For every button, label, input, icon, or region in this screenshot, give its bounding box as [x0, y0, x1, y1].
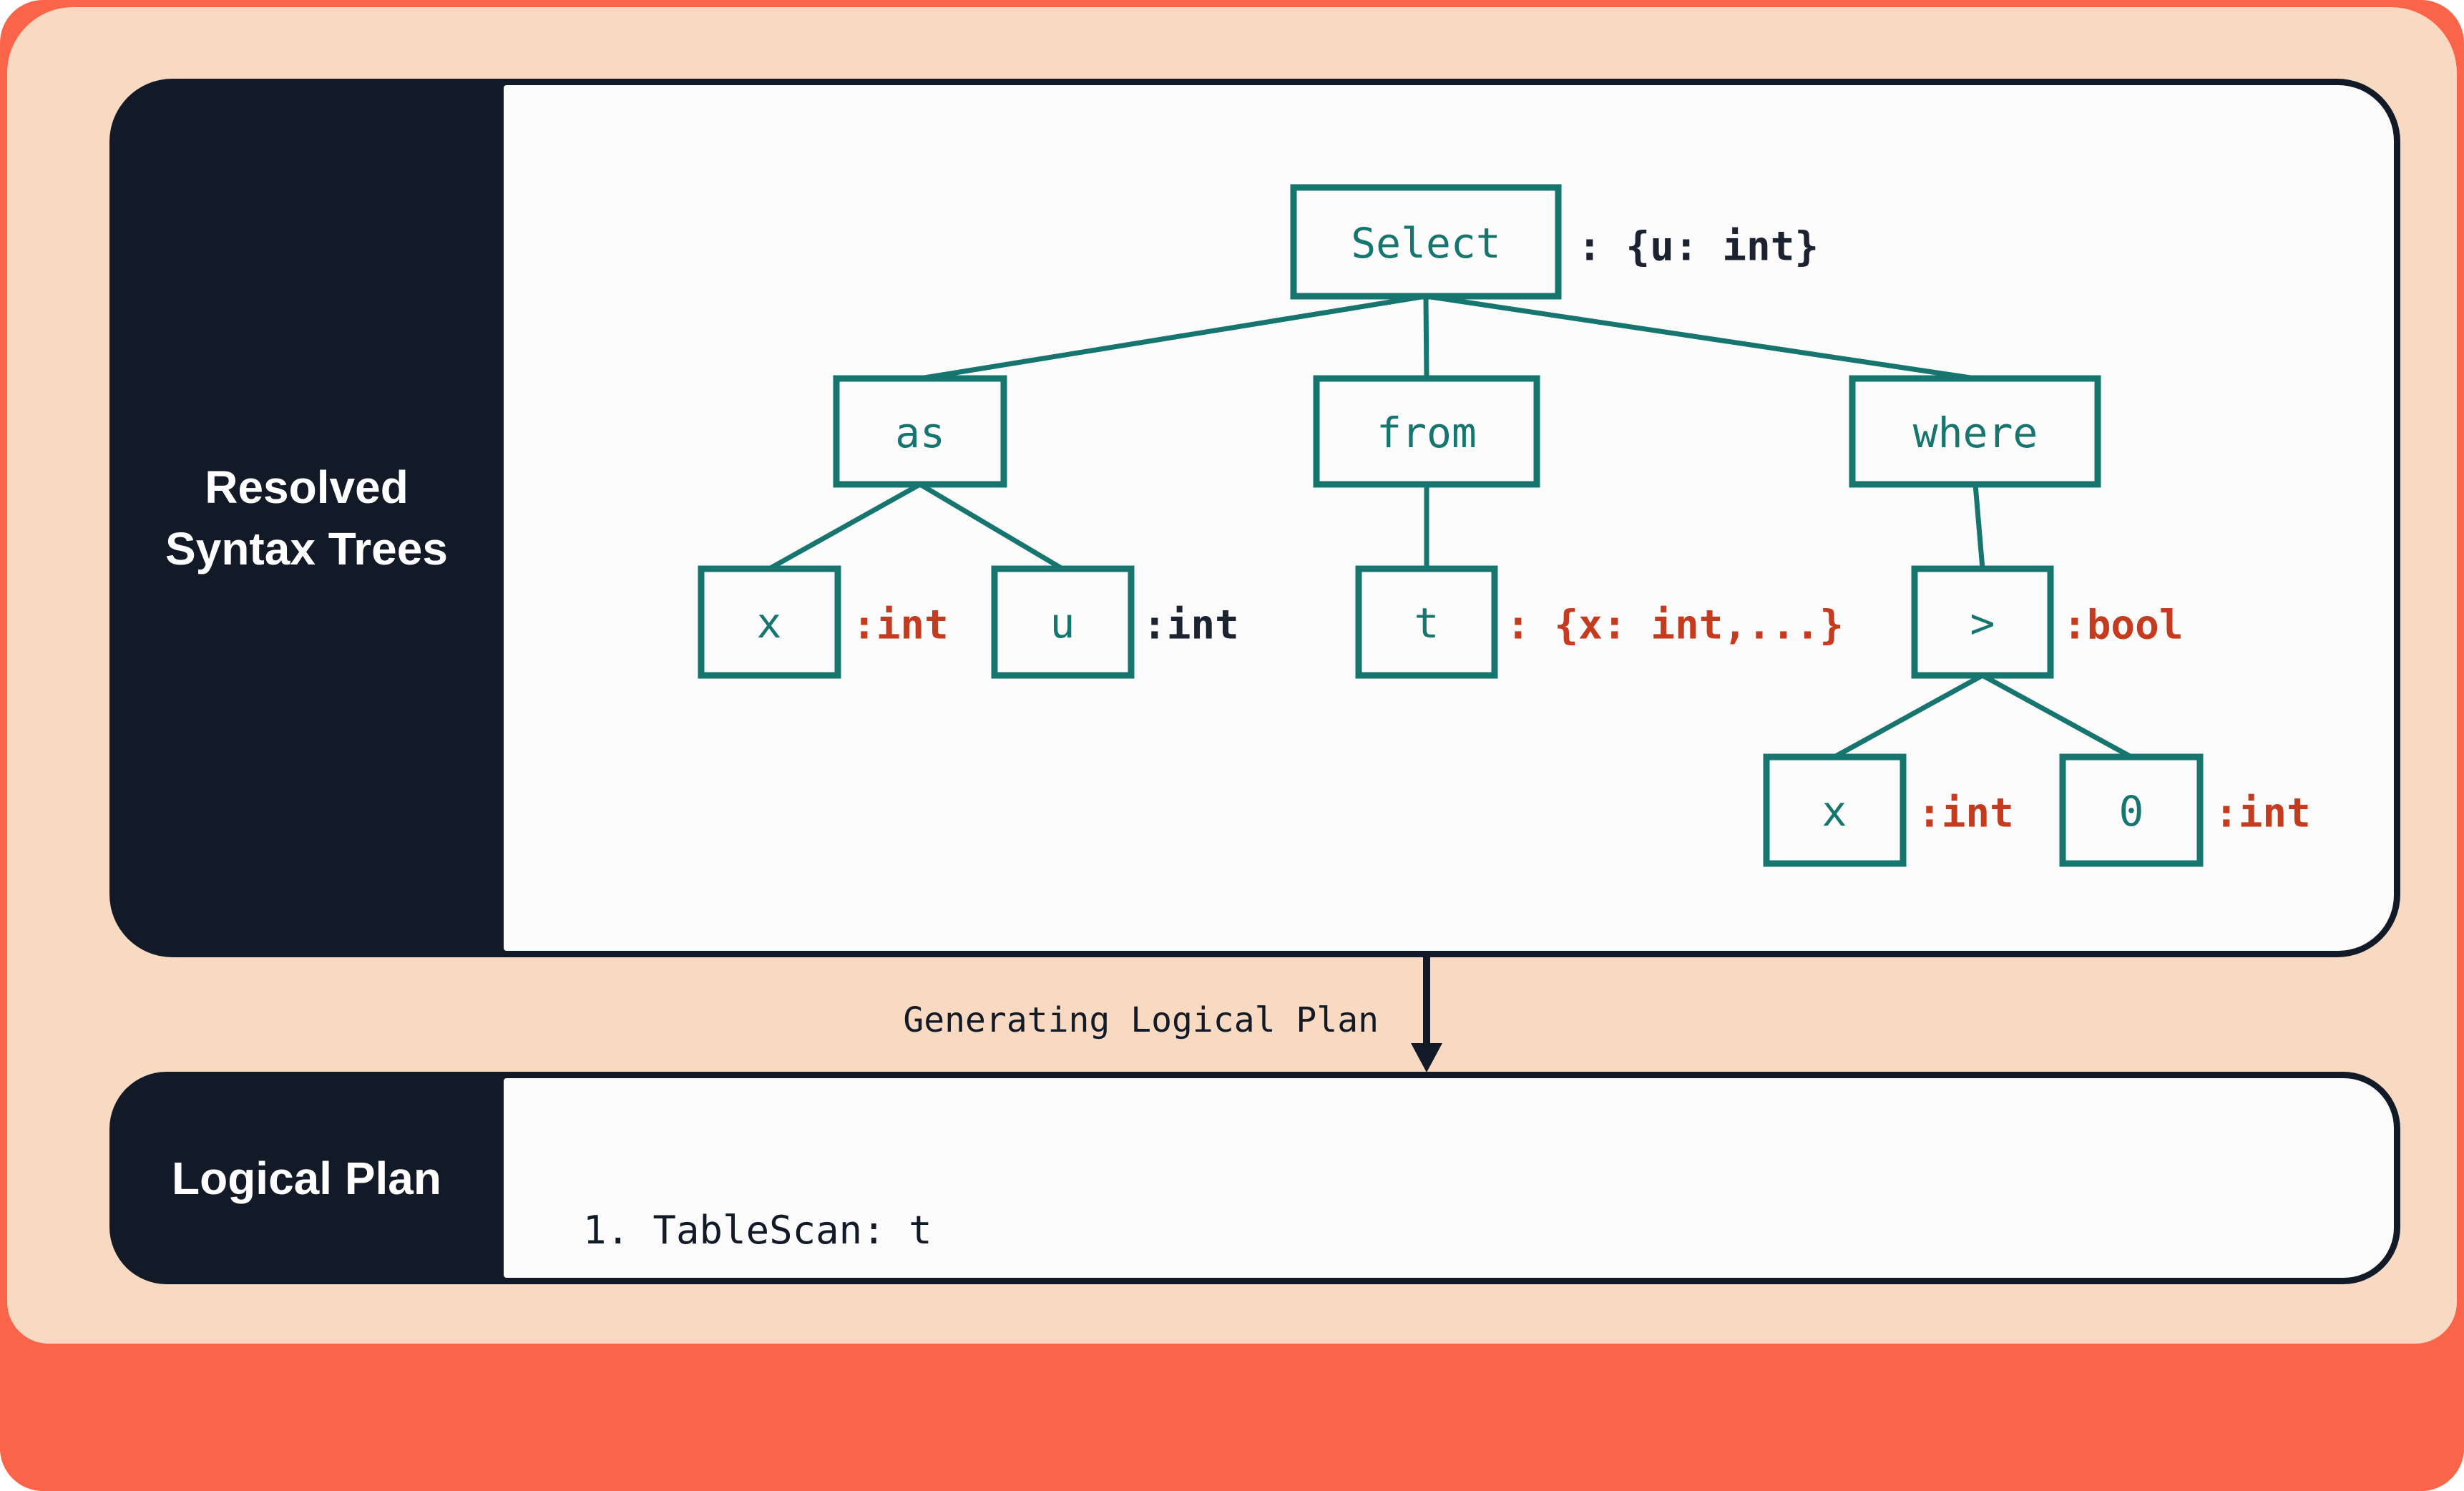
- logical-plan-canvas: [504, 1078, 2394, 1278]
- down-arrow-head-icon: [1411, 1043, 1442, 1072]
- tree-node-select-annotation: : {u: int}: [1578, 224, 1819, 270]
- tree-node-as-label: as: [895, 409, 945, 457]
- tree-node-x-cmp-label: x: [1822, 787, 1847, 836]
- tree-node-x-as-annotation: :int: [852, 602, 949, 649]
- tree-node-gt: > :bool: [1911, 565, 2184, 679]
- tree-node-u-annotation: :int: [1143, 602, 1239, 649]
- tree-node-t-annotation: : {x: int,...}: [1506, 602, 1844, 649]
- resolved-panel-title-line1: Resolved: [205, 461, 409, 513]
- resolved-panel-sidebar: Resolved Syntax Trees: [109, 79, 504, 957]
- tree-node-as: as: [833, 375, 1007, 488]
- logical-plan-sidebar: Logical Plan: [109, 1072, 504, 1284]
- logical-plan-title: Logical Plan: [172, 1152, 441, 1204]
- footer-bar: Compilation Produces an Executable Plan …: [0, 1344, 2464, 1491]
- transition-label: Generating Logical Plan: [903, 1000, 1379, 1040]
- tree-node-u: u :int: [991, 565, 1239, 679]
- tree-node-select: Select : {u: int}: [1290, 184, 1819, 300]
- tree-node-t: t : {x: int,...}: [1355, 565, 1844, 679]
- tree-node-select-label: Select: [1351, 219, 1501, 268]
- tree-node-gt-annotation: :bool: [2063, 602, 2184, 649]
- tree-node-x-as: x :int: [698, 565, 949, 679]
- down-arrow-line: [1423, 953, 1430, 1045]
- tree-node-u-label: u: [1050, 599, 1075, 647]
- tree-node-x-as-label: x: [757, 599, 782, 647]
- tree-node-zero: 0 :int: [2059, 753, 2311, 867]
- syntax-tree-diagram: Select : {u: int} as from where x :int: [698, 184, 2311, 867]
- tree-node-zero-annotation: :int: [2214, 791, 2311, 837]
- tree-node-where: where: [1849, 375, 2101, 488]
- resolved-panel-title-line2: Syntax Trees: [165, 523, 448, 575]
- tree-node-from: from: [1313, 375, 1540, 488]
- tree-node-t-label: t: [1414, 599, 1439, 647]
- tree-node-where-label: where: [1913, 409, 2038, 457]
- tree-node-gt-label: >: [1970, 599, 1995, 647]
- tree-node-x-cmp-annotation: :int: [1917, 791, 2014, 837]
- tree-node-zero-label: 0: [2119, 787, 2144, 836]
- logical-plan-panel: Logical Plan: [109, 1072, 2400, 1284]
- tree-edges: [768, 293, 2133, 760]
- logical-plan-step-1: 1. TableScan: t: [583, 1208, 932, 1253]
- content-area: Resolved Syntax Trees Select :: [7, 7, 2457, 1401]
- tree-node-from-label: from: [1377, 409, 1477, 457]
- resolved-panel-title: Resolved Syntax Trees: [165, 456, 448, 580]
- tree-node-x-cmp: x :int: [1763, 753, 2014, 867]
